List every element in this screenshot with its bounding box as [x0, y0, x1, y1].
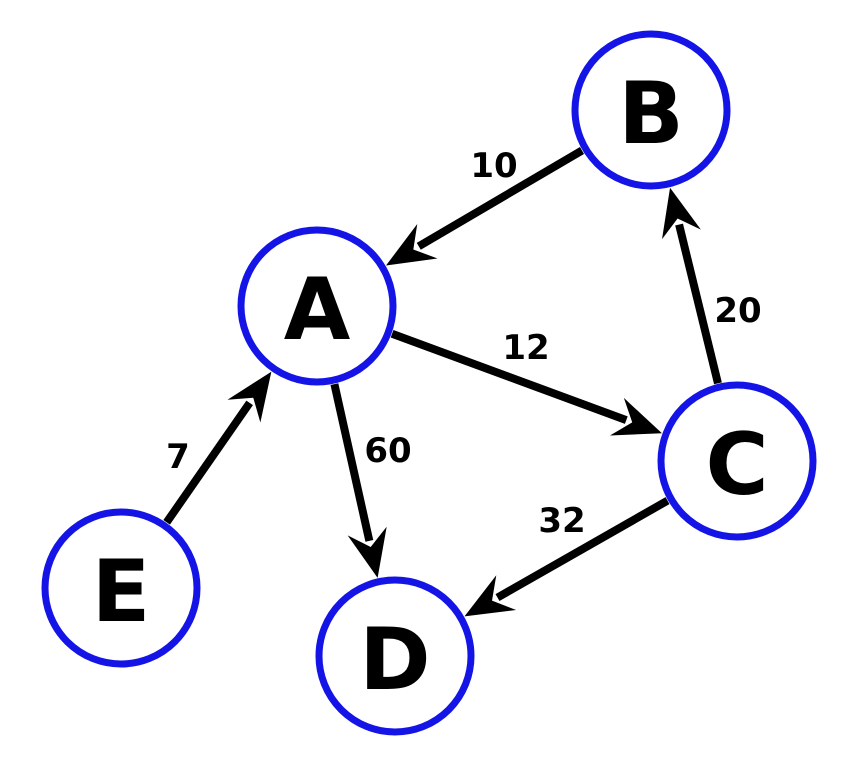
nodes-layer: A B C D E — [41, 30, 817, 736]
edge-weight-label: 12 — [502, 328, 549, 368]
node-d: D — [315, 576, 475, 736]
node-circle — [41, 508, 201, 668]
edge-line — [390, 329, 628, 424]
node-circle — [571, 30, 731, 190]
node-label: B — [618, 64, 684, 164]
edge-e-a: 7 — [163, 371, 272, 525]
edge-weight-label: 7 — [166, 437, 190, 477]
edge-weight-label: 60 — [364, 431, 411, 471]
edge-weight-label: 10 — [470, 146, 517, 186]
node-label: E — [92, 542, 151, 642]
edge-c-b: 20 — [662, 187, 762, 385]
node-e: E — [41, 508, 201, 668]
node-label: C — [705, 415, 768, 515]
edge-line — [675, 223, 722, 385]
edge-a-d: 60 — [330, 383, 412, 578]
arrowhead-icon — [227, 371, 272, 423]
arrowhead-icon — [385, 223, 438, 266]
arrowhead-icon — [347, 526, 387, 578]
node-c: C — [657, 381, 817, 541]
node-circle — [657, 381, 817, 541]
node-label: A — [284, 260, 351, 360]
edge-b-a: 10 — [385, 146, 585, 266]
edge-weight-label: 20 — [714, 291, 761, 331]
arrowhead-icon — [464, 575, 517, 617]
arrowhead-icon — [662, 187, 701, 240]
node-circle — [237, 226, 397, 386]
edge-line — [163, 400, 253, 525]
edges-layer: 10 12 20 60 32 7 — [163, 146, 762, 617]
edge-c-d: 32 — [464, 497, 670, 617]
arrowhead-icon — [609, 397, 662, 436]
edge-line — [495, 497, 670, 602]
edge-weight-label: 32 — [538, 501, 585, 541]
node-a: A — [237, 226, 397, 386]
node-b: B — [571, 30, 731, 190]
edge-a-c: 12 — [390, 328, 662, 436]
edge-line — [330, 383, 374, 542]
node-circle — [315, 576, 475, 736]
edge-line — [416, 147, 585, 250]
node-label: D — [359, 610, 430, 710]
